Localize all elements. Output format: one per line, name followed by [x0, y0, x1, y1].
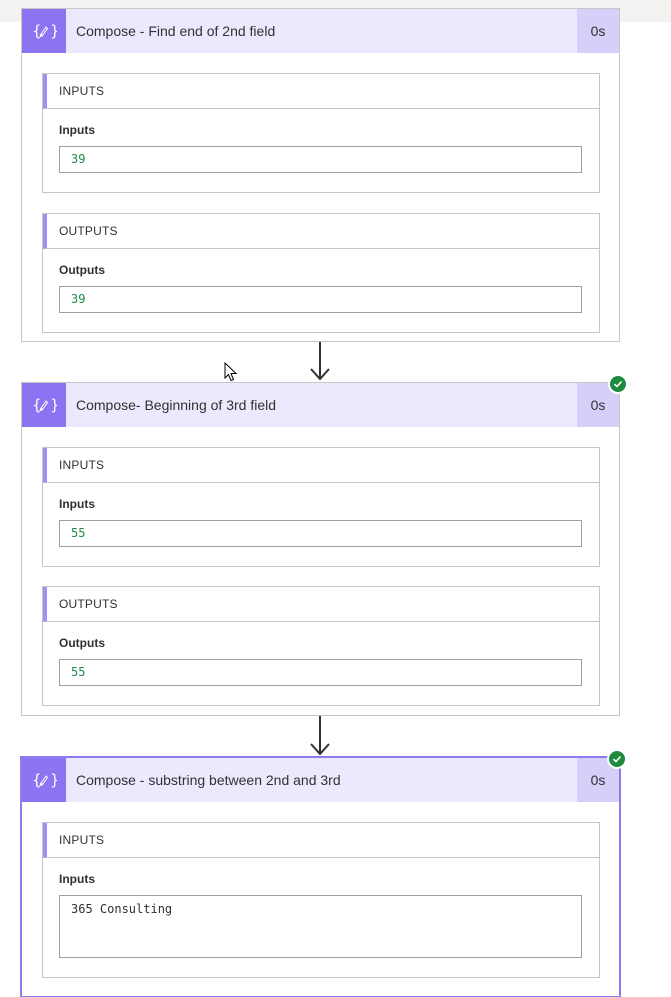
outputs-header: OUTPUTS	[43, 214, 599, 249]
outputs-label: Outputs	[59, 263, 105, 277]
duration-badge: 0s	[577, 9, 619, 53]
inputs-value[interactable]: 365 Consulting	[59, 895, 582, 958]
compose-icon: { }	[22, 758, 66, 802]
outputs-label: Outputs	[59, 636, 105, 650]
inputs-label: Inputs	[59, 497, 95, 511]
duration-badge: 0s	[577, 383, 619, 427]
svg-text:{: {	[32, 771, 42, 789]
outputs-section: OUTPUTS Outputs 55	[42, 586, 600, 706]
card-header[interactable]: { } Compose- Beginning of 3rd field 0s	[22, 383, 619, 427]
card-header[interactable]: { } Compose - substring between 2nd and …	[22, 758, 619, 802]
connector-line	[319, 716, 321, 754]
svg-text:}: }	[50, 22, 57, 40]
inputs-header: INPUTS	[43, 448, 599, 483]
success-check-icon	[610, 376, 626, 392]
compose-card-substring-2nd-3rd[interactable]: { } Compose - substring between 2nd and …	[21, 757, 620, 997]
inputs-section: INPUTS Inputs 55	[42, 447, 600, 567]
inputs-value[interactable]: 39	[59, 146, 582, 173]
inputs-label: Inputs	[59, 123, 95, 137]
svg-text:{: {	[32, 396, 42, 414]
outputs-section: OUTPUTS Outputs 39	[42, 213, 600, 333]
compose-card-beginning-3rd-field[interactable]: { } Compose- Beginning of 3rd field 0s I…	[21, 382, 620, 716]
compose-icon: { }	[22, 383, 66, 427]
svg-text:{: {	[32, 22, 42, 40]
arrow-down-icon	[310, 743, 330, 756]
outputs-value[interactable]: 39	[59, 286, 582, 313]
svg-text:}: }	[50, 396, 57, 414]
compose-icon: { }	[22, 9, 66, 53]
card-title: Compose- Beginning of 3rd field	[76, 397, 277, 413]
inputs-header: INPUTS	[43, 823, 599, 858]
inputs-header: INPUTS	[43, 74, 599, 109]
compose-card-find-end-2nd-field[interactable]: { } Compose - Find end of 2nd field 0s I…	[21, 8, 620, 342]
inputs-value[interactable]: 55	[59, 520, 582, 547]
outputs-header: OUTPUTS	[43, 587, 599, 622]
connector-line	[319, 342, 321, 378]
svg-text:}: }	[50, 771, 57, 789]
inputs-label: Inputs	[59, 872, 95, 886]
success-check-icon	[609, 751, 625, 767]
outputs-value[interactable]: 55	[59, 659, 582, 686]
arrow-down-icon	[310, 368, 330, 381]
mouse-cursor-icon	[224, 362, 238, 382]
card-header[interactable]: { } Compose - Find end of 2nd field 0s	[22, 9, 619, 53]
inputs-section: INPUTS Inputs 365 Consulting	[42, 822, 600, 978]
inputs-section: INPUTS Inputs 39	[42, 73, 600, 193]
card-title: Compose - Find end of 2nd field	[76, 23, 276, 39]
card-title: Compose - substring between 2nd and 3rd	[76, 772, 341, 788]
